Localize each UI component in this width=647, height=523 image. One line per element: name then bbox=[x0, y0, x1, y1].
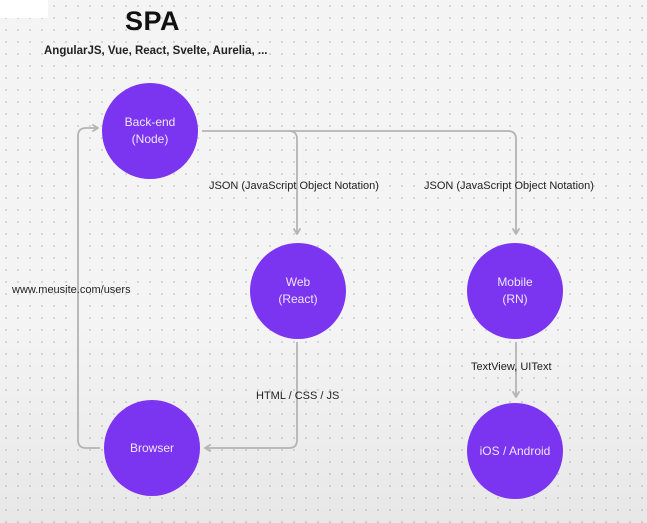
edge-browser-to-backend bbox=[77, 124, 100, 449]
node-web-sublabel: (React) bbox=[278, 292, 318, 306]
edge-web-to-browser bbox=[204, 342, 298, 452]
edge-label-html-css-js: HTML / CSS / JS bbox=[256, 390, 340, 402]
edge-backend-to-mobile bbox=[289, 130, 520, 235]
node-mobile-sublabel: (RN) bbox=[502, 292, 528, 306]
node-backend-sublabel: (Node) bbox=[131, 132, 169, 146]
node-ios-android-label: iOS / Android bbox=[479, 443, 551, 458]
top-band bbox=[0, 0, 48, 18]
node-browser-label: Browser bbox=[129, 440, 174, 455]
node-mobile: Mobile (RN) bbox=[467, 243, 563, 339]
node-ios-android: iOS / Android bbox=[467, 403, 563, 499]
node-browser: Browser bbox=[104, 400, 200, 496]
edge-label-textview: TextView, UIText bbox=[471, 361, 552, 373]
diagram-subtitle: AngularJS, Vue, React, Svelte, Aurelia, … bbox=[44, 45, 268, 57]
node-backend: Back-end (Node) bbox=[102, 83, 198, 179]
edge-label-url: www.meusite.com/users bbox=[12, 284, 131, 296]
diagram-title: SPA bbox=[125, 6, 181, 36]
node-backend-label: Back-end bbox=[124, 115, 176, 129]
edge-label-json-mobile: JSON (JavaScript Object Notation) bbox=[424, 180, 594, 192]
edge-label-json-web: JSON (JavaScript Object Notation) bbox=[209, 180, 379, 192]
node-mobile-label: Mobile bbox=[497, 275, 533, 289]
node-web: Web (React) bbox=[250, 243, 346, 339]
node-web-label: Web bbox=[285, 275, 311, 289]
